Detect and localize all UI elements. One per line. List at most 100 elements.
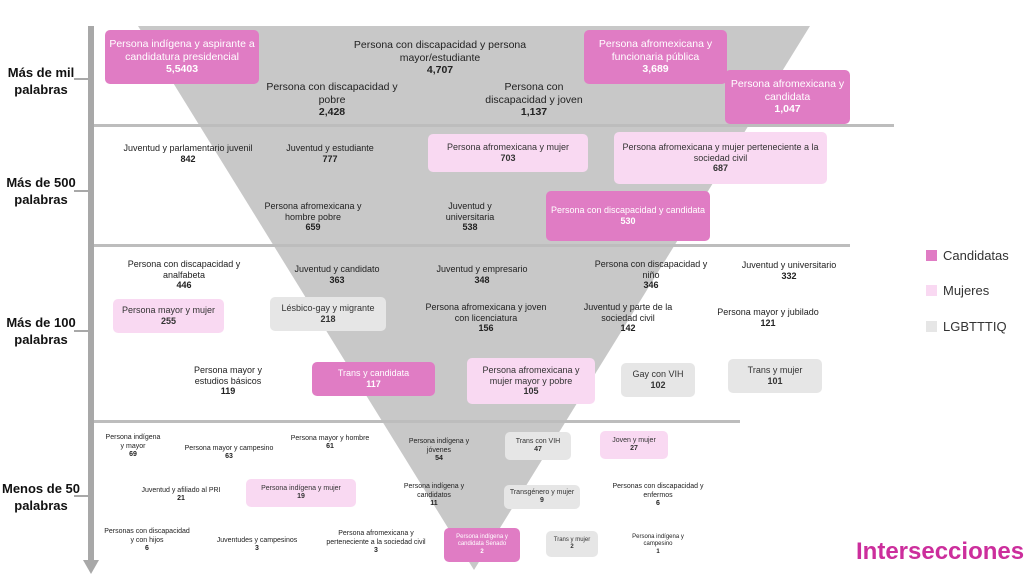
- category-label-menos-de-50: Menos de 50 palabras: [1, 481, 81, 513]
- intersection-label: Transgénero y mujer: [509, 488, 575, 496]
- intersection-label: Trans con VIH: [515, 437, 561, 445]
- intersection-count: 47: [534, 446, 542, 453]
- category-label-mas-de-100: Más de 100 palabras: [6, 315, 76, 347]
- axis-tick: [74, 330, 88, 332]
- intersection-count: 54: [435, 455, 443, 463]
- intersection-count: 346: [643, 280, 659, 291]
- intersection-box-candidatas: Persona indígena y aspirante a candidatu…: [105, 30, 259, 84]
- intersection-label: Persona con discapacidad y pobre: [266, 81, 398, 106]
- intersection-count: 101: [767, 376, 783, 386]
- legend-swatch: [926, 321, 937, 332]
- intersection-count: 842: [180, 154, 196, 164]
- intersection-label: Juventud y universitario: [741, 260, 837, 271]
- intersection-label: Juventud y candidato: [294, 264, 380, 275]
- intersection-label: Juventud y estudiante: [286, 143, 374, 154]
- intersection-count: 102: [650, 380, 666, 390]
- intersection-count: 1: [656, 548, 660, 555]
- intersection-count: 9: [540, 497, 544, 504]
- intersection-label: Persona afromexicana y candidata: [730, 78, 845, 103]
- intersection-label: Juventudes y campesinos: [216, 536, 298, 544]
- intersection-label: Trans y mujer: [747, 365, 803, 376]
- intersection-label: Persona indígena y jóvenes: [408, 438, 470, 454]
- intersection-count: 21: [177, 495, 185, 502]
- intersection-label: Persona mayor y estudios básicos: [193, 364, 263, 386]
- intersection-label: Trans y mujer: [553, 536, 591, 543]
- intersection-count: 332: [781, 271, 797, 281]
- intersection-label: Persona afromexicana y mujer mayor y pob…: [482, 364, 580, 386]
- intersection-box-none: Persona con discapacidad y persona mayor…: [345, 36, 535, 80]
- intersection-count: 530: [620, 216, 636, 226]
- intersection-label: Personas con discapacidad y con hijos: [104, 528, 190, 544]
- category-label-mas-de-500: Más de 500 palabras: [6, 175, 76, 207]
- intersection-count: 2: [570, 544, 574, 550]
- intersection-label: Persona indígena y aspirante a candidatu…: [109, 38, 255, 63]
- intersection-count: 703: [500, 153, 516, 163]
- intersection-label: Personas con discapacidad y enfermos: [612, 483, 704, 499]
- intersection-label: Juventud y empresario: [436, 264, 528, 275]
- page-title: Intersecciones: [856, 538, 1024, 565]
- intersection-label: Persona indígena y campesino: [632, 534, 684, 548]
- intersection-label: Persona con discapacidad y joven: [485, 81, 583, 106]
- legend-swatch: [926, 285, 937, 296]
- divider-line: [94, 420, 740, 423]
- intersection-count: 363: [329, 275, 345, 285]
- intersection-label: Persona con discapacidad y niño: [594, 258, 708, 280]
- intersection-count: 61: [326, 443, 334, 450]
- intersection-label: Persona indígena y mayor: [105, 434, 161, 450]
- intersection-label: Gay con VIH: [632, 369, 684, 380]
- axis-tick: [74, 190, 88, 192]
- axis-tick: [74, 78, 88, 80]
- intersection-count: 105: [523, 386, 539, 397]
- legend-label: LGBTTTIQ: [943, 319, 1007, 334]
- intersection-count: 659: [305, 222, 321, 233]
- intersection-count: 2: [480, 548, 484, 555]
- legend-label: Mujeres: [943, 283, 990, 298]
- intersection-count: 142: [620, 323, 636, 334]
- intersection-label: Persona indígena y mujer: [261, 484, 341, 492]
- intersection-label: Persona indígena y candidata Senado: [456, 534, 508, 548]
- axis-arrow-down-icon: [83, 560, 99, 574]
- intersection-count: 119: [220, 386, 236, 397]
- intersection-label: Juventud y parlamentario juvenil: [123, 143, 253, 154]
- intersection-count: 6: [145, 545, 149, 553]
- intersection-count: 2,428: [318, 106, 346, 119]
- intersection-label: Persona con discapacidad y persona mayor…: [353, 39, 527, 64]
- intersection-count: 1,047: [774, 103, 801, 116]
- legend-swatch: [926, 250, 937, 261]
- intersection-label: Persona afromexicana y funcionaria públi…: [598, 38, 713, 63]
- intersection-label: Persona indígena y candidatos: [403, 483, 465, 499]
- intersection-label: Persona con discapacidad y candidata: [550, 205, 706, 216]
- intersection-count: 5,5403: [165, 63, 199, 76]
- intersection-label: Juventud y parte de la sociedad civil: [583, 301, 673, 323]
- intersection-count: 3: [255, 545, 259, 552]
- intersection-label: Lésbico-gay y migrante: [281, 303, 375, 314]
- axis-tick: [74, 495, 88, 497]
- intersection-label: Persona mayor y campesino: [184, 444, 274, 452]
